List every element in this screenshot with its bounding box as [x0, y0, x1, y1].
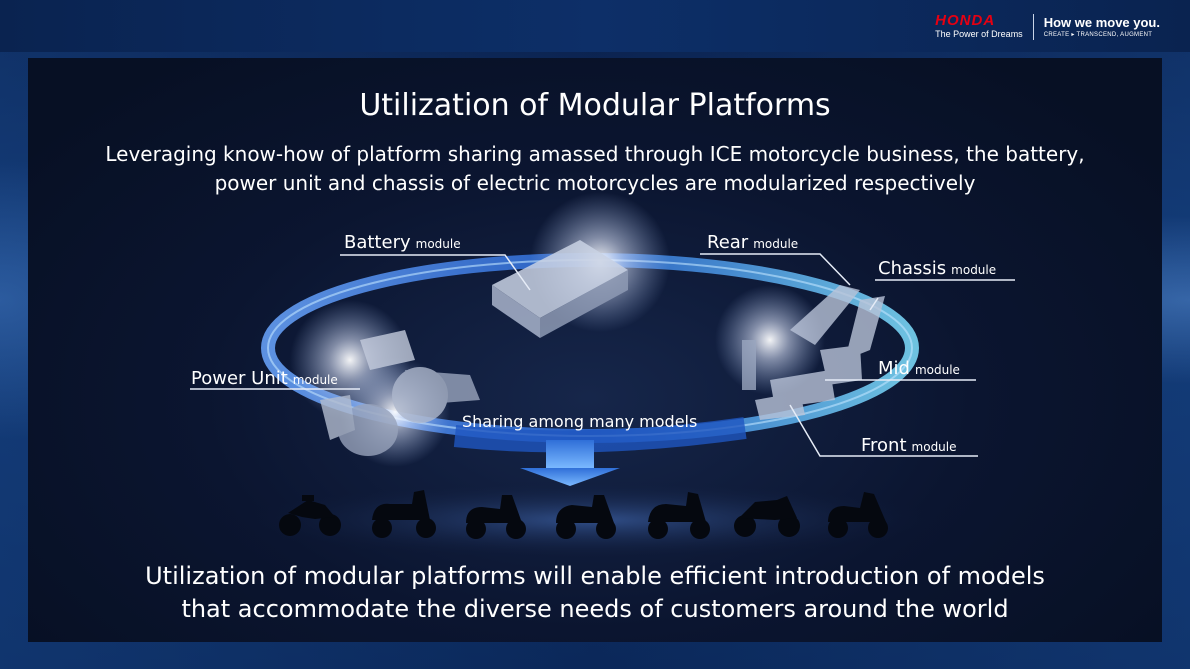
sport-bike-icon — [734, 496, 800, 537]
brand-submotto: CREATE ▸ TRANSCEND, AUGMENT — [1043, 31, 1153, 38]
module-name: Rear — [707, 232, 749, 253]
offroad-bike-icon — [279, 495, 341, 536]
module-name: Chassis — [878, 258, 947, 279]
module-name: Battery — [344, 232, 411, 253]
module-suffix: module — [753, 237, 799, 251]
module-name: Front — [861, 435, 907, 456]
header-bar: HONDA The Power of Dreams How we move yo… — [0, 0, 1190, 52]
conclusion-line-1: Utilization of modular platforms will en… — [145, 562, 1045, 590]
chassis-leader-tick — [869, 297, 879, 311]
front-module-label: Front module — [861, 435, 957, 456]
brand-divider — [1032, 14, 1034, 40]
rear-module-label: Rear module — [707, 232, 798, 253]
front-leader-line — [789, 404, 978, 457]
mid-module-label: Mid module — [878, 358, 960, 379]
scooter-icon — [556, 495, 616, 539]
conclusion-line-2: that accommodate the diverse needs of cu… — [181, 595, 1009, 623]
brand-motto: How we move you. — [1043, 14, 1160, 30]
power-unit-module-label: Power Unit module — [191, 368, 338, 389]
module-suffix: module — [292, 373, 338, 387]
ring-label-band — [453, 417, 747, 453]
rear-leader-line — [700, 253, 851, 286]
module-suffix: module — [911, 440, 957, 454]
chassis-module-icon — [742, 285, 885, 420]
battery-leader-line — [340, 254, 531, 291]
chassis-module-label: Chassis module — [878, 258, 996, 279]
slide-title: Utilization of Modular Platforms — [359, 88, 831, 123]
module-name: Mid — [878, 358, 910, 379]
battery-module-icon — [492, 240, 628, 338]
scooter-icon — [372, 490, 436, 538]
honda-tagline: The Power of Dreams — [935, 29, 1023, 39]
subtitle-line-1: Leveraging know-how of platform sharing … — [105, 142, 1085, 166]
scooter-icon — [828, 492, 888, 538]
brand-block: HONDA The Power of Dreams How we move yo… — [935, 12, 1160, 40]
subtitle-line-2: power unit and chassis of electric motor… — [214, 171, 976, 195]
module-suffix: module — [914, 363, 960, 377]
module-suffix: module — [415, 237, 461, 251]
sharing-label: Sharing among many models — [462, 412, 698, 431]
scooter-icon — [648, 492, 710, 539]
module-suffix: module — [951, 263, 997, 277]
slide-subtitle: Leveraging know-how of platform sharing … — [30, 140, 1160, 198]
vehicle-lineup — [279, 490, 888, 539]
honda-logo: HONDA — [935, 12, 996, 29]
down-arrow-icon — [520, 440, 620, 486]
power-unit-module-icon — [320, 330, 480, 456]
battery-module-label: Battery module — [344, 232, 461, 253]
module-name: Power Unit — [191, 368, 288, 389]
scooter-icon — [466, 495, 526, 539]
conclusion-text: Utilization of modular platforms will en… — [30, 560, 1160, 626]
